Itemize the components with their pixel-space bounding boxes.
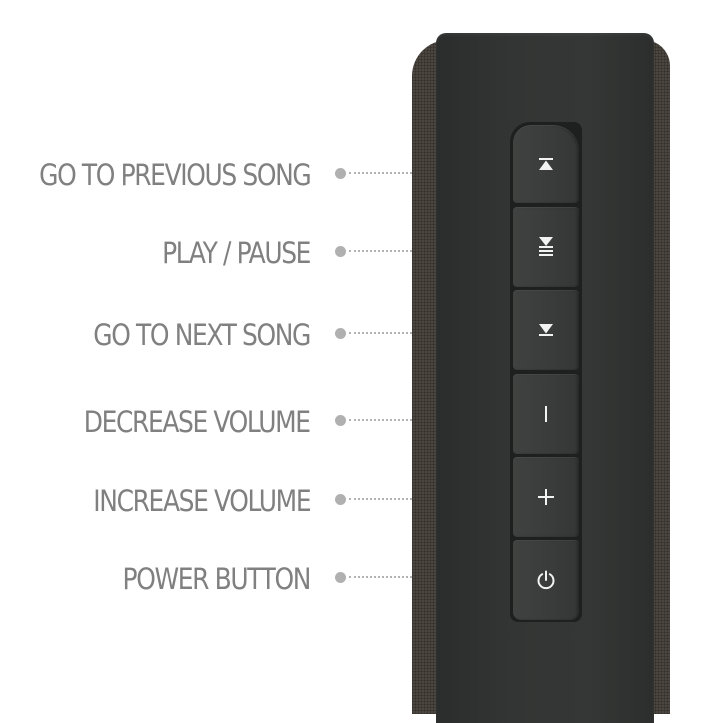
callout-dot-previous <box>335 168 346 179</box>
previous-song-button[interactable] <box>513 125 579 203</box>
power-button[interactable] <box>513 540 579 620</box>
next-track-icon <box>539 324 553 336</box>
callout-dot-power <box>335 572 346 583</box>
play-pause-icon <box>539 237 553 256</box>
next-song-button[interactable] <box>513 290 579 370</box>
callout-dot-play-pause <box>335 246 346 257</box>
callout-dot-increase <box>335 494 346 505</box>
callout-dot-next <box>335 328 346 339</box>
power-icon <box>537 570 555 590</box>
label-previous-song: GO TO PREVIOUS SONG <box>38 158 312 192</box>
previous-track-icon <box>539 158 553 170</box>
label-increase-volume: INCREASE VOLUME <box>93 484 311 518</box>
play-pause-button[interactable] <box>513 207 579 287</box>
callout-dot-decrease <box>335 415 346 426</box>
label-power-button: POWER BUTTON <box>122 562 311 596</box>
decrease-volume-button[interactable] <box>513 374 579 454</box>
speaker-controls-diagram: GO TO PREVIOUS SONG PLAY / PAUSE GO TO N… <box>38 33 670 723</box>
increase-volume-button[interactable] <box>513 457 579 537</box>
minus-icon <box>545 406 547 422</box>
label-next-song: GO TO NEXT SONG <box>93 318 311 352</box>
label-play-pause: PLAY / PAUSE <box>162 236 311 270</box>
plus-icon <box>538 489 554 505</box>
label-decrease-volume: DECREASE VOLUME <box>84 405 311 439</box>
button-panel <box>510 122 582 622</box>
